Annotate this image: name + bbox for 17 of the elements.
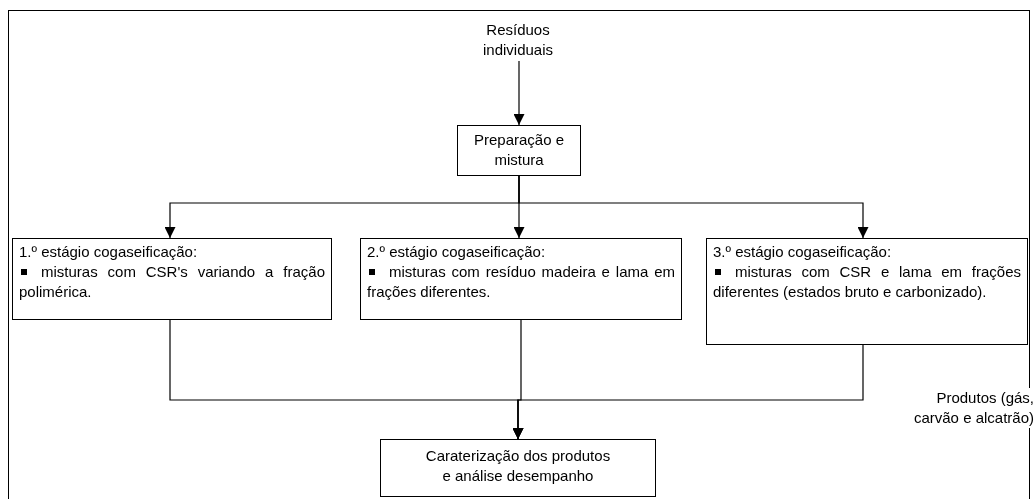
node-text: Caraterização dos produtos e análise desempanho bbox=[424, 446, 612, 486]
stage-box bbox=[360, 238, 682, 320]
bullet-text: misturas com CSR e lama em frações diferentes (estados bruto e carbonizado). bbox=[713, 262, 1021, 302]
process-box bbox=[380, 439, 656, 497]
stage-box bbox=[12, 238, 332, 320]
arrow bbox=[513, 60, 525, 126]
process-box bbox=[457, 125, 581, 176]
stage-heading: 2.º estágio cogaseificação: bbox=[367, 242, 547, 262]
node-text: Preparação e mistura bbox=[472, 130, 566, 170]
arrow bbox=[512, 344, 864, 440]
node-text: Resíduos individuais bbox=[481, 20, 554, 60]
stage-box bbox=[706, 238, 1028, 345]
stage-heading: 1.º estágio cogaseificação: bbox=[19, 242, 199, 262]
arrow bbox=[518, 175, 869, 239]
bullet-text: misturas com CSR's variando a fração polimérica. bbox=[19, 262, 325, 302]
bullet-text: misturas com resíduo madeira e lama em frações diferentes. bbox=[367, 262, 675, 302]
stage-heading: 3.º estágio cogaseificação: bbox=[713, 242, 893, 262]
